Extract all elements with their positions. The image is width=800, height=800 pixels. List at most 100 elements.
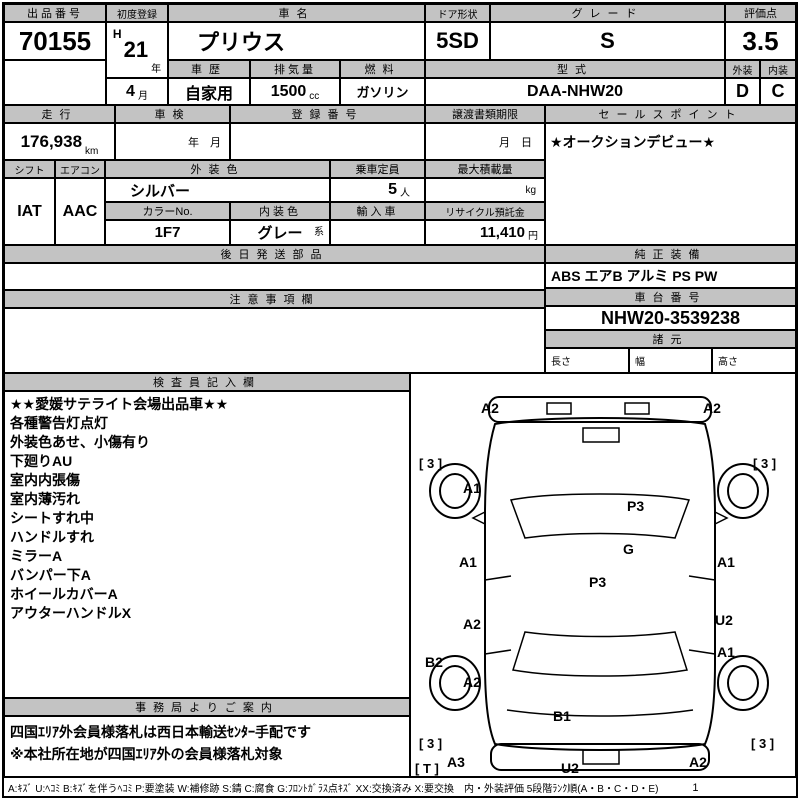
capacity-cell: 5 人	[330, 178, 425, 202]
tire-marker: [ 3 ]	[751, 736, 775, 751]
dimension-width-label: 幅	[629, 348, 712, 373]
color-number-value: 1F7	[105, 220, 230, 245]
displacement-unit: cc	[309, 91, 320, 102]
aircon-value: AAC	[55, 178, 105, 245]
car-name-value: プリウス	[168, 22, 425, 60]
trunk-line	[506, 709, 694, 717]
chassis-number-label: 車台番号	[545, 288, 796, 306]
damage-marker: G	[623, 541, 634, 557]
inspector-note: ミラーA	[10, 548, 63, 564]
first-registration-month-cell: 4 月	[106, 78, 168, 105]
front-bumper	[488, 396, 712, 423]
side-mirrors	[471, 511, 729, 525]
sales-point-value: ★オークションデビュー★	[545, 123, 796, 245]
fuel-value: ガソリン	[340, 78, 425, 105]
damage-marker: A1	[717, 554, 735, 570]
front-plate	[582, 427, 620, 443]
inspector-note: シートすれ中	[10, 510, 94, 526]
interior-color-value: グレー	[257, 225, 303, 242]
later-shipped-parts-label: 後日発送部品	[4, 245, 545, 263]
rear-plate	[582, 749, 620, 765]
damage-marker: U2	[715, 612, 733, 628]
max-load-unit: kg	[425, 178, 545, 202]
damage-marker: P3	[589, 574, 607, 590]
office-notice-line: 四国ｴﾘｱ外会員様落札は西日本輸送ｾﾝﾀｰ手配です	[10, 724, 311, 740]
damage-marker: A3	[447, 754, 465, 770]
sales-point-label: セールスポイント	[545, 105, 796, 123]
damage-marker: U2	[561, 760, 579, 776]
car-body	[471, 396, 729, 771]
exterior-grade-value: D	[725, 78, 760, 105]
damage-marker: A1	[463, 480, 481, 496]
grade-label: グレード	[490, 4, 725, 22]
damage-marker: A2	[481, 400, 499, 416]
office-notice-line: ※本社所在地が四国ｴﾘｱ外の会員様落札対象	[10, 746, 283, 762]
recycle-deposit-label: リサイクル預託金	[425, 202, 545, 220]
tire-marker: [ 3 ]	[419, 456, 443, 471]
legend-bar: A:ｷｽﾞ U:ﾍｺﾐ B:ｷｽﾞを伴うﾍｺﾐ P:要塗装 W:補修跡 S:錆 …	[2, 777, 798, 798]
month-unit: 月	[137, 91, 148, 102]
inspector-note: ホイールカバーA	[10, 586, 118, 602]
capacity-label: 乗車定員	[330, 160, 425, 178]
year-unit: 年	[151, 64, 162, 75]
damage-marker: A2	[703, 400, 721, 416]
dimension-length-label: 長さ	[545, 348, 629, 373]
tire-marker: [ T ]	[415, 761, 439, 776]
recycle-deposit-cell: 11,410 円	[425, 220, 545, 245]
recycle-deposit-value: 11,410	[479, 224, 525, 241]
genuine-equipment-label: 純正装備	[545, 245, 796, 263]
caution-notes-value	[4, 308, 545, 373]
mileage-unit: km	[85, 146, 99, 157]
displacement-value: 1500	[270, 82, 307, 100]
shift-value: IAT	[4, 178, 55, 245]
score-value: 3.5	[725, 22, 796, 60]
transfer-deadline-value: 月 日	[425, 123, 545, 160]
damage-marker: A1	[459, 554, 477, 570]
damage-marker: P3	[627, 498, 645, 514]
import-car-value	[330, 220, 425, 245]
chassis-number-value: NHW20-3539238	[545, 306, 796, 330]
shift-label: シフト	[4, 160, 55, 178]
inspector-note: 室内薄汚れ	[10, 491, 80, 507]
car-top-view	[429, 396, 769, 771]
interior-color-label: 内装色	[230, 202, 330, 220]
displacement-cell: 1500 cc	[250, 78, 340, 105]
era-letter: H	[112, 27, 122, 41]
door-shape-label: ドア形状	[425, 4, 490, 22]
door-shape-value: 5SD	[425, 22, 490, 60]
mileage-cell: 176,938 km	[4, 123, 115, 160]
damage-marker: A2	[463, 674, 481, 690]
displacement-label: 排気量	[250, 60, 340, 78]
windshield	[509, 493, 691, 539]
damage-marker: A1	[717, 644, 735, 660]
registration-number-value	[230, 123, 425, 160]
tire-marker: [ 3 ]	[753, 456, 777, 471]
damage-marker: A2	[689, 754, 707, 770]
first-registration-year-cell: H 21 年	[106, 22, 168, 78]
dimension-height-label: 高さ	[712, 348, 796, 373]
grade-value: S	[490, 22, 725, 60]
inspector-note: ★★愛媛サテライト会場出品車★★	[10, 396, 229, 412]
lot-number-label: 出品番号	[4, 4, 106, 22]
recycle-deposit-unit: 円	[528, 231, 538, 242]
score-label: 評価点	[725, 4, 796, 22]
inspector-note: ハンドルすれ	[10, 529, 94, 545]
color-number-label: カラーNo.	[105, 202, 230, 220]
caution-notes-label: 注意事項欄	[4, 290, 545, 308]
genuine-equipment-value: ABS エアB アルミ PS PW	[545, 263, 796, 288]
car-name-label: 車名	[168, 4, 425, 22]
later-shipped-parts-value	[4, 263, 545, 290]
interior-grade-label: 内装	[760, 60, 796, 78]
history-value: 自家用	[168, 78, 250, 105]
exterior-color-label: 外装色	[105, 160, 330, 178]
dimensions-label: 諸元	[545, 330, 796, 348]
rear-bumper	[490, 743, 710, 771]
registration-number-label: 登録番号	[230, 105, 425, 123]
inspection-label: 車検	[115, 105, 230, 123]
mileage-value: 176,938	[20, 131, 83, 151]
wheels	[429, 463, 769, 711]
capacity-unit: 人	[400, 188, 410, 199]
model-code-value: DAA-NHW20	[425, 78, 725, 105]
damage-marker: B1	[553, 708, 571, 724]
